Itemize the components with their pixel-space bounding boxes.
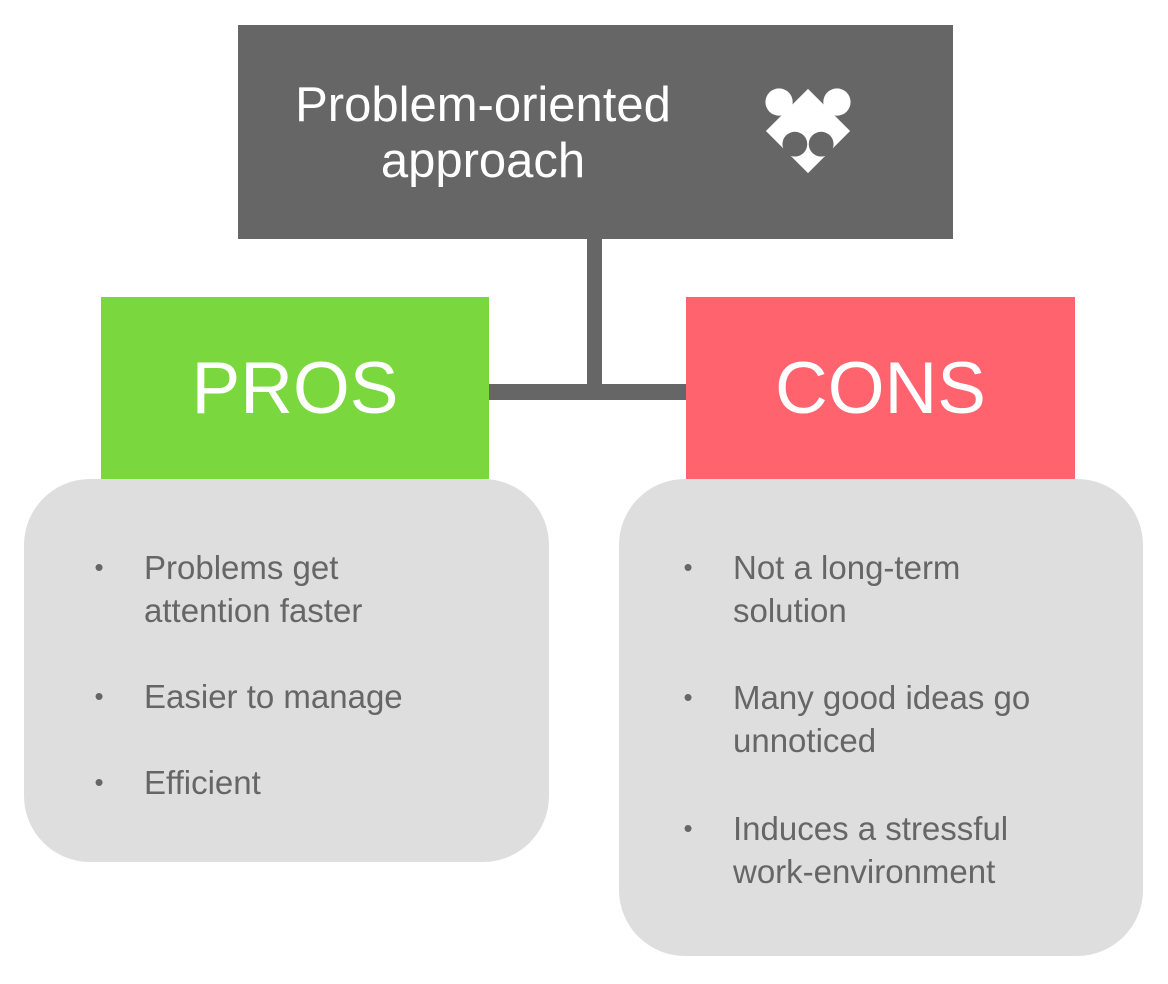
title-line-1: Problem-oriented bbox=[295, 78, 671, 132]
pros-item: • Easier to manage bbox=[94, 675, 403, 718]
pros-item-line: Efficient bbox=[144, 764, 261, 801]
pros-item: • Efficient bbox=[94, 761, 261, 804]
pros-panel: • Problems get attention faster • Easier… bbox=[24, 479, 549, 862]
cons-item-line: solution bbox=[733, 592, 847, 629]
pros-item: • Problems get attention faster bbox=[94, 546, 363, 632]
cons-item-line: work-environment bbox=[733, 853, 996, 890]
cons-item: • Not a long-term solution bbox=[683, 546, 961, 632]
title-line-2: approach bbox=[380, 134, 586, 188]
bullet: • bbox=[683, 682, 693, 712]
cons-header: CONS bbox=[686, 297, 1075, 479]
connector-horizontal bbox=[489, 384, 686, 400]
cons-item-line: unnoticed bbox=[733, 722, 877, 759]
title-box: Problem-oriented approach bbox=[238, 25, 953, 239]
pros-header-label: PROS bbox=[191, 347, 399, 429]
connector-vertical bbox=[587, 239, 602, 393]
bullet: • bbox=[94, 552, 104, 582]
pros-item-line: Easier to manage bbox=[144, 678, 403, 715]
bullet: • bbox=[683, 552, 693, 582]
cons-item: • Induces a stressful work-environment bbox=[683, 807, 1009, 893]
cons-item-line: Many good ideas go bbox=[733, 679, 1031, 716]
pros-item-line: attention faster bbox=[144, 592, 363, 629]
title-text: Problem-oriented approach bbox=[248, 77, 718, 189]
bullet: • bbox=[683, 813, 693, 843]
puzzle-piece-icon bbox=[765, 88, 851, 174]
pros-item-line: Problems get bbox=[144, 549, 339, 586]
cons-item-line: Not a long-term bbox=[733, 549, 961, 586]
cons-panel: • Not a long-term solution • Many good i… bbox=[619, 479, 1143, 956]
pros-header: PROS bbox=[101, 297, 489, 479]
bullet: • bbox=[94, 681, 104, 711]
cons-item-line: Induces a stressful bbox=[733, 810, 1009, 847]
cons-item: • Many good ideas go unnoticed bbox=[683, 676, 1031, 762]
bullet: • bbox=[94, 767, 104, 797]
cons-header-label: CONS bbox=[775, 347, 986, 429]
